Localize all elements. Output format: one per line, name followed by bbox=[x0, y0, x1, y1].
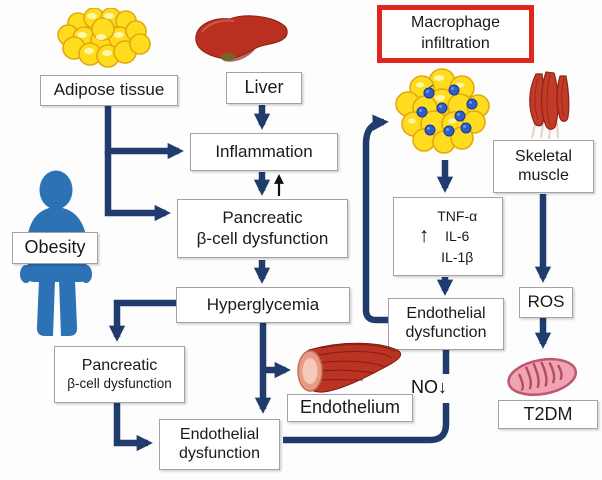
node-adipose-tissue: Adipose tissue bbox=[40, 75, 178, 106]
no-label-text: NO bbox=[411, 377, 438, 397]
node-label-line1: Pancreatic bbox=[81, 357, 158, 375]
node-ros: ROS bbox=[519, 287, 573, 318]
adipose-tissue-icon bbox=[56, 7, 158, 70]
liver-icon bbox=[192, 14, 292, 70]
node-endothelium: Endothelium bbox=[287, 394, 413, 422]
node-label-line1: Pancreatic bbox=[222, 208, 303, 228]
node-label-line2: dysfunction bbox=[179, 444, 260, 462]
node-label-line2: infiltration bbox=[421, 35, 490, 52]
node-label-line1: Endothelial bbox=[179, 425, 260, 443]
node-label-line1: Endothelial bbox=[406, 305, 486, 323]
node-hyperglycemia: Hyperglycemia bbox=[176, 287, 350, 323]
node-label-line1: Macrophage bbox=[411, 14, 500, 32]
node-label: Obesity bbox=[24, 237, 86, 258]
cytokine-increase-arrow: ↑ bbox=[418, 224, 430, 248]
node-label-il6: IL-6 bbox=[445, 228, 470, 245]
node-label-il1b: IL-1β bbox=[441, 248, 474, 265]
node-label: ROS bbox=[527, 292, 565, 312]
node-pancreatic-beta-cell-dysfunction-left: Pancreatic β-cell dysfunction bbox=[54, 346, 185, 403]
no-decrease-annotation: NO↓ bbox=[411, 377, 447, 398]
node-endothelial-dysfunction-bottom: Endothelial dysfunction bbox=[159, 419, 280, 470]
node-obesity: Obesity bbox=[12, 232, 98, 264]
node-label: T2DM bbox=[523, 403, 573, 424]
node-label-tnf: TNF-α bbox=[437, 208, 478, 225]
node-cytokines: ↑ TNF-α IL-6 IL-1β bbox=[393, 197, 503, 276]
node-pancreatic-beta-cell-dysfunction-center: Pancreatic β-cell dysfunction bbox=[177, 199, 348, 258]
node-t2dm: T2DM bbox=[498, 400, 598, 429]
node-label-line2: β-cell dysfunction bbox=[196, 228, 329, 248]
node-label-line1: Skeletal bbox=[515, 147, 572, 165]
node-liver: Liver bbox=[226, 72, 302, 104]
node-label-line2: β-cell dysfunction bbox=[67, 375, 172, 391]
node-endothelial-dysfunction-right: Endothelial dysfunction bbox=[388, 298, 504, 350]
mitochondria-icon bbox=[502, 350, 582, 402]
node-skeletal-muscle: Skeletal muscle bbox=[493, 140, 594, 193]
node-label-line2: muscle bbox=[518, 166, 569, 184]
node-inflammation: Inflammation bbox=[190, 133, 338, 171]
node-label-line2: dysfunction bbox=[405, 324, 487, 341]
blood-vessel-icon bbox=[293, 340, 407, 400]
node-label: Inflammation bbox=[215, 141, 313, 161]
down-arrow-icon: ↓ bbox=[438, 377, 447, 397]
skeletal-muscle-icon bbox=[516, 70, 572, 140]
macrophage-adipose-icon bbox=[392, 68, 494, 158]
node-label: Liver bbox=[244, 77, 284, 98]
node-label: Endothelium bbox=[299, 397, 401, 418]
node-label: Hyperglycemia bbox=[206, 294, 320, 314]
node-macrophage-infiltration: Macrophage infiltration bbox=[377, 5, 534, 63]
node-label: Adipose tissue bbox=[53, 80, 165, 100]
